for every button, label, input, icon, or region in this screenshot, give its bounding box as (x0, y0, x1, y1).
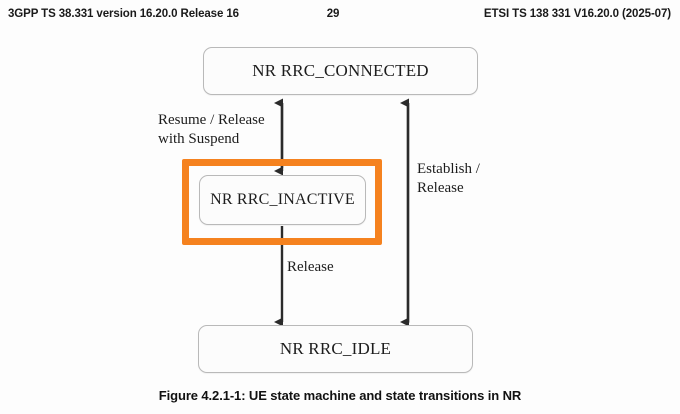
document-header: 3GPP TS 38.331 version 16.20.0 Release 1… (0, 0, 680, 30)
state-machine-diagram: CONNECTED (left vertical, double headed)… (0, 30, 680, 382)
highlight-rectangle-inactive (182, 159, 382, 245)
state-box-nr-rrc-inactive[interactable]: NR RRC_INACTIVE (199, 175, 366, 225)
header-etsi-reference: ETSI TS 138 331 V16.20.0 (2025-07) (483, 8, 671, 20)
state-box-nr-rrc-connected[interactable]: NR RRC_CONNECTED (203, 47, 478, 95)
header-page-number: 29 (326, 8, 340, 20)
figure-caption: Figure 4.2.1-1: UE state machine and sta… (158, 388, 522, 403)
transition-label-resume-release-with-suspend: Resume / Release with Suspend (158, 112, 265, 148)
state-box-nr-rrc-idle[interactable]: NR RRC_IDLE (198, 325, 473, 373)
header-spec-reference: 3GPP TS 38.331 version 16.20.0 Release 1… (8, 8, 239, 20)
transition-label-release: Release (287, 259, 334, 275)
transition-label-establish-release: Establish / Release (417, 161, 480, 197)
